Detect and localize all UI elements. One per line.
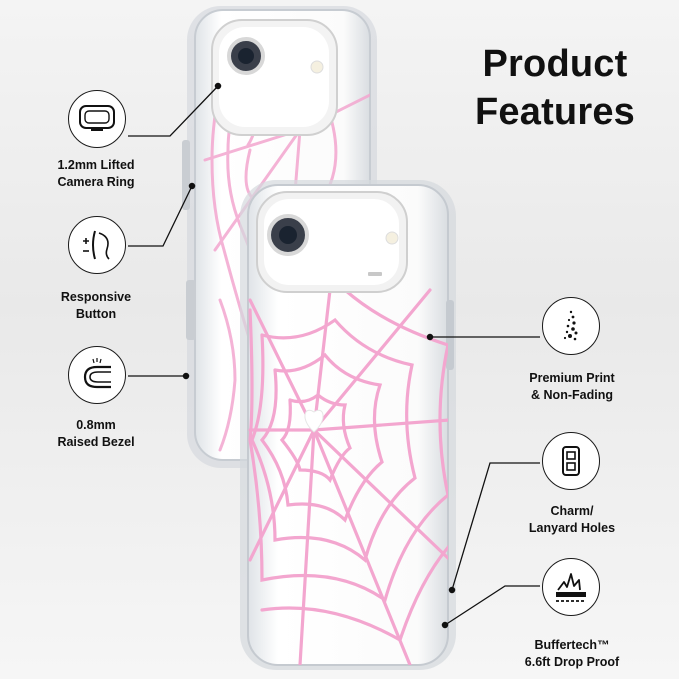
feature-drop-proof: Buffertech™ 6.6ft Drop Proof — [524, 638, 620, 669]
front-phone-case — [240, 180, 456, 670]
bezel-icon — [83, 358, 111, 389]
front-web-pattern — [248, 288, 448, 665]
print-feature-badge — [542, 297, 600, 355]
print-icon — [563, 310, 578, 341]
button-feature-badge — [68, 216, 126, 274]
page-title: Product Features — [440, 40, 670, 136]
feature-camera-ring: 1.2mm Lifted Camera Ring — [57, 158, 135, 189]
lanyard-feature-badge — [542, 432, 600, 490]
title-line-2: Features — [474, 91, 635, 133]
callout-lines — [128, 82, 540, 629]
feature-raised-bezel: 0.8mm Raised Bezel — [57, 418, 135, 449]
bezel-feature-badge — [68, 346, 126, 404]
feature-responsive-button: Responsive Button — [60, 290, 132, 321]
camera-ring-icon — [79, 105, 115, 131]
camera-ring-feature-badge — [68, 90, 126, 148]
drop-proof-icon — [556, 573, 586, 602]
title-line-1: Product — [482, 43, 628, 85]
button-icon — [83, 230, 110, 260]
lanyard-hole-icon — [562, 446, 580, 476]
feature-lanyard-holes: Charm/ Lanyard Holes — [528, 504, 616, 535]
feature-premium-print: Premium Print & Non-Fading — [529, 371, 615, 402]
drop-proof-feature-badge — [542, 558, 600, 616]
